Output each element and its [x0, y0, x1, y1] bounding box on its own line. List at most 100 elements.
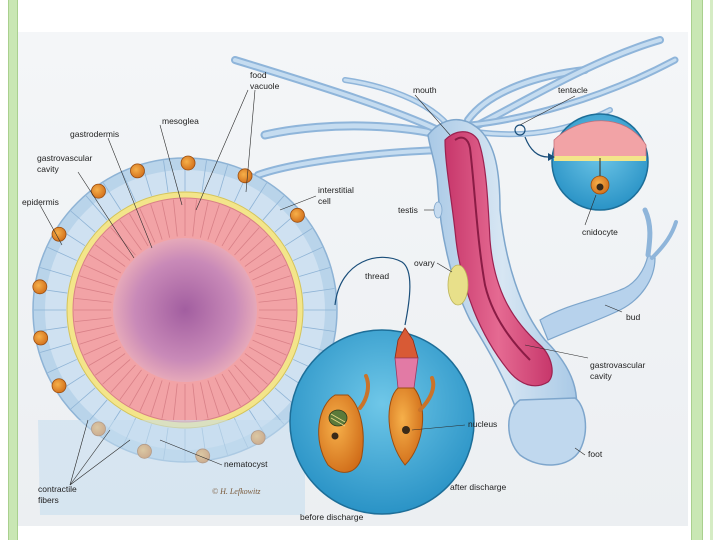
leader-lines [39, 89, 623, 486]
label-tentacle: tentacle [558, 85, 588, 95]
gastrodermis-cell-wall [228, 369, 251, 401]
gastrodermis-cell-wall [74, 317, 112, 323]
gastrodermis-cell-wall [161, 201, 171, 238]
cross-section [32, 155, 338, 515]
cnidocyte-inset [551, 113, 649, 211]
epidermis-cell-wall [70, 387, 96, 410]
label-gastrodermis: gastrodermis [70, 129, 119, 139]
label-ovary: ovary [414, 258, 436, 268]
gastrodermis-cell-wall [221, 373, 241, 407]
gastrodermis-cell-wall [139, 208, 156, 243]
epidermis-cell-wall [262, 195, 285, 221]
epidermis-cell-wall [218, 165, 228, 196]
label-bud: bud [626, 312, 640, 322]
gastrodermis-cell-wall [239, 359, 268, 385]
artist-signature: © H. Lefkowitz [212, 487, 261, 496]
gastrodermis-cell-wall [258, 297, 296, 303]
gastrodermis-cell-wall [94, 353, 126, 376]
nematocyst-cell [91, 183, 106, 199]
epidermis-cell-wall [302, 288, 335, 294]
gastrodermis-cell-wall [234, 227, 260, 256]
gastrodermis-cell-wall [150, 204, 163, 240]
gastrodermis-cell-wall [258, 317, 296, 323]
gastrodermis-cell-wall [102, 235, 131, 261]
nematocyst-cell [51, 378, 67, 394]
gastrodermis-cell-wall [129, 213, 149, 247]
gastrodermis-cell-wall [252, 264, 287, 281]
nematocyst-cell [180, 155, 196, 171]
gastrodermis-cell-wall [88, 346, 122, 366]
nematocyst-cell [32, 279, 48, 295]
gastrodermis-cell-wall [257, 286, 294, 296]
epidermis-cell-wall [40, 267, 71, 277]
epidermis-cell-wall [293, 246, 323, 261]
label-interstitial-cell-2: cell [318, 196, 331, 206]
gastrodermis-cell-wall [199, 382, 209, 419]
gastrodermis-cell-wall [244, 353, 276, 376]
gastrodermis-cell-wall [221, 213, 241, 247]
gastrodermis-cell-wall [83, 339, 118, 356]
gastrodermis-cell-wall [192, 383, 198, 421]
gastrodermis-cell-wall [161, 382, 171, 419]
label-gastrovascular-cavity-right-2: cavity [590, 371, 612, 381]
label-epidermis: epidermis [22, 197, 59, 207]
inset-arrowhead [548, 153, 555, 161]
label-contractile-fibers-2: fibers [38, 495, 59, 505]
label-gastrovascular-cavity-left-2: cavity [37, 164, 59, 174]
gastrodermis-cell-wall [74, 297, 112, 303]
gastrodermis-cell-wall [248, 346, 282, 366]
gastrodermis-cell-wall [192, 199, 198, 237]
epidermis-cell-wall [103, 182, 122, 211]
hydra-body [427, 118, 678, 466]
label-cnidocyte: cnidocyte [582, 227, 618, 237]
label-testis: testis [398, 205, 418, 215]
gastrodermis-cell-wall [207, 380, 220, 416]
label-foot: foot [588, 449, 603, 459]
label-mouth: mouth [413, 85, 437, 95]
label-interstitial-cell-1: interstitial [318, 185, 354, 195]
gastrodermis-cell-wall [76, 286, 113, 296]
label-gastrovascular-cavity-left-1: gastrovascular [37, 153, 92, 163]
epidermis-cell-wall [40, 343, 71, 353]
epidermis-cell-wall [299, 267, 330, 277]
slide-frame-edge [710, 0, 713, 540]
epidermis-cell-wall [47, 359, 77, 374]
tentacles [231, 36, 679, 179]
gastrodermis-cell-wall [255, 275, 291, 288]
gastrodermis-cell-wall [239, 235, 268, 261]
gastrodermis-cell-wall [207, 204, 220, 240]
gastrodermis-cell-wall [257, 324, 294, 334]
gastrodermis-cell-wall [228, 219, 251, 251]
gastrodermis-cell-wall [172, 199, 178, 237]
epidermis-cell-wall [70, 210, 96, 233]
label-nematocyst: nematocyst [224, 459, 268, 469]
gastrodermis-cell-wall [88, 254, 122, 274]
gastrodermis-cell-wall [139, 377, 156, 412]
gastrodermis-cell-wall [129, 373, 149, 407]
inset-pointer-arrow [524, 136, 549, 158]
gastrodermis-cell-wall [214, 208, 231, 243]
label-gastrovascular-cavity-right-1: gastrovascular [590, 360, 645, 370]
nematocyst-cell [290, 207, 305, 223]
gastrodermis-cell-wall [214, 377, 231, 412]
gastrodermis-cell-wall [110, 364, 136, 393]
label-contractile-fibers-1: contractile [38, 484, 77, 494]
label-food-vacuole-1: food [250, 70, 267, 80]
gastrodermis-cell-wall [150, 380, 163, 416]
gastrodermis-cell-wall [102, 359, 131, 385]
gastrodermis-cell-wall [94, 244, 126, 267]
epidermis-cell-wall [302, 326, 335, 332]
epidermis-cell-wall [163, 160, 169, 193]
label-after-discharge: after discharge [450, 482, 506, 492]
label-mesoglea: mesoglea [162, 116, 199, 126]
gastrodermis-cell-wall [76, 324, 113, 334]
nematocyst-cell [130, 163, 145, 179]
epidermis-cell-wall [121, 172, 136, 202]
label-nucleus: nucleus [468, 419, 497, 429]
epidermis-cell-wall [85, 195, 108, 221]
gastrodermis-cell-wall [79, 275, 115, 288]
label-thread: thread [365, 271, 389, 281]
epidermis-cell-wall [201, 160, 207, 193]
gastrodermis-cell-wall [252, 339, 287, 356]
